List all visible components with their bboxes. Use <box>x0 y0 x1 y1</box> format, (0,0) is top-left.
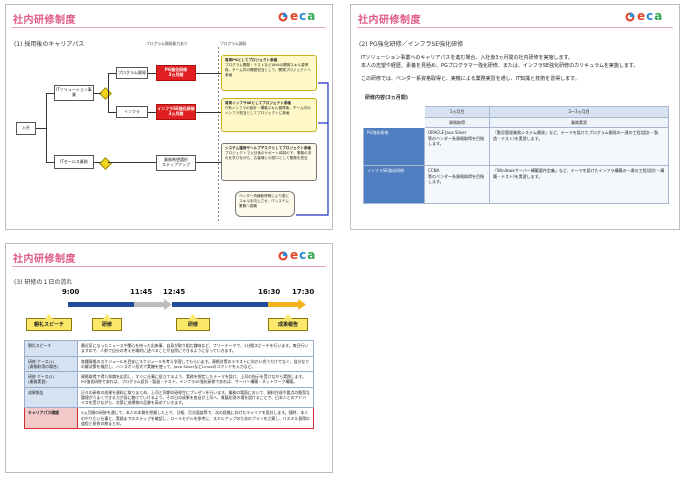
daily-flow-table: 朝礼スピーチ最近気になったニュースや関心を持った出来事、自身が取り組む趣味など、… <box>24 340 314 430</box>
row-speech-body: 最近気になったニュースや関心を持った出来事、自身が取り組む趣味など、フリーテーマ… <box>77 340 314 357</box>
head-practice: 業務実習 <box>489 116 669 129</box>
timeline-afternoon <box>172 302 268 307</box>
note-next-step: ベンダー資格取得等により更にスキルを向上させ、ITシステム業務へ挑戦 <box>235 191 295 217</box>
row-speech-head: 朝礼スピーチ <box>24 340 78 357</box>
join-box: 入社 <box>16 122 36 135</box>
time-1730: 17:30 <box>292 288 315 296</box>
label-training-1: 研修 <box>92 314 122 331</box>
row-report-body: 日々の研修の成果を資料に取りまとめ、上司と同期の研修生にプレゼンを行います。業務… <box>77 386 314 409</box>
branch-diamond-2 <box>99 157 112 170</box>
company-logo: eca <box>625 9 673 24</box>
title-rule <box>12 27 326 28</box>
blue-flow-arrows <box>296 82 329 216</box>
timeline-break-arrow <box>134 299 172 310</box>
row-report-head: 成果報告 <box>24 386 78 409</box>
intro-paragraph: ITソリューション事業へのキャリアパスを進む場合、入社後3ヵ月間の社内研修を実施… <box>361 55 639 82</box>
row-pg-practice: 「勤怠管理業務システム開発」など、テーマを設けたプログラム開発の一連の工程(設計… <box>489 127 669 167</box>
table-caption: 研修内容(3ヵ月間) <box>365 95 409 101</box>
head-month1: 1ヵ月目 <box>423 106 491 118</box>
row-pg-name: PG強化研修 <box>363 127 425 167</box>
infra-box: インフラ <box>116 106 148 118</box>
company-logo: eca <box>278 248 326 263</box>
slide-title: 社内研修制度 <box>358 15 421 26</box>
time-1145: 11:45 <box>130 288 153 296</box>
slide-daily-flow: 社内研修制度 eca (3) 研修の１日の流れ 9:00 11:45 12:45… <box>5 243 333 473</box>
timeline-morning <box>68 302 136 307</box>
row-case2-head: 研修 ケース(2) (業務実習) <box>24 371 78 388</box>
branch-diamond-1 <box>99 87 112 100</box>
section-subtitle: (1) 採用後のキャリアパス <box>14 41 85 48</box>
label-training-2: 研修 <box>176 314 210 331</box>
title-rule <box>357 27 673 28</box>
slide-career-path: 社内研修制度 eca (1) 採用後のキャリアパス プログラム開発能力あり プロ… <box>5 4 333 230</box>
it-solution-box: ITソリューション事業 <box>54 85 94 101</box>
row-case2-body: 資格取得で得た知識を応用し、すぐに仕事に役立てるよう、実務を想定したテーマを設け… <box>77 371 314 388</box>
time-1630: 16:30 <box>258 288 281 296</box>
slide-title: 社内研修制度 <box>13 15 76 26</box>
pg-training-box: PG強化研修 3ヵ月間 <box>156 65 196 81</box>
training-table: 1ヵ月目 2〜3ヵ月目 資格取得 業務実習 PG強化研修 ORACLE Java… <box>363 106 669 205</box>
row-career-body: 3ヵ月間の研修を通して、本人の本質を把握した上で、日報、月次面談等で、次の段階に… <box>77 407 314 430</box>
slide-training-programs: 社内研修制度 eca (2) PG強化研修／インフラSE強化研修 ITソリューシ… <box>350 4 680 230</box>
row-case1-body: 各種資格のスケジュールを目安にスケジュールを考え学習してもらいます。資格対策のテ… <box>77 355 314 373</box>
legend-b: プログラム開発 <box>220 41 247 46</box>
row-pg-qualification: ORACLE Java Silver 等のベンダー系資格取得を目指します。 <box>423 127 491 167</box>
time-1245: 12:45 <box>163 288 186 296</box>
row-case1-head: 研修 ケース(1) (資格取得の場合) <box>24 355 78 373</box>
it-sales-box: ITセールス業務 <box>54 155 94 169</box>
career-choice-box: 業務希望選択 ステップアップ <box>156 155 196 171</box>
row-career-head: キャリアパス確認 <box>24 407 78 430</box>
note-pg-project: 将来PGとしてプロジェクト参画プログラム開発・テストなどJAVAの開発スキル習得… <box>221 55 317 91</box>
label-report: 成果報告 <box>268 314 308 331</box>
head-month2-3: 2〜3ヵ月目 <box>489 106 669 118</box>
section-subtitle: (2) PG強化研修／インフラSE強化研修 <box>359 41 464 48</box>
program-dev-box: プログラム開発 <box>116 67 148 79</box>
title-rule <box>12 266 326 267</box>
dashed-divider <box>218 47 219 223</box>
row-infra-qualification: CCNA 等のベンダー系資格取得を目指します。 <box>423 165 491 205</box>
section-subtitle: (3) 研修の１日の流れ <box>14 279 73 286</box>
row-infra-name: インフラSE強化研修 <box>363 165 425 205</box>
head-qualification: 資格取得 <box>423 116 491 129</box>
time-0900: 9:00 <box>62 288 80 296</box>
row-infra-practice: 「Windowsサーバー構築要件定義」など、テーマを設けたインフラ構築の一連の工… <box>489 165 669 205</box>
timeline-report-arrow <box>268 299 306 310</box>
legend-a: プログラム開発能力あり <box>146 41 188 46</box>
infra-training-box: インフラSE強化研修 3ヵ月間 <box>156 104 196 120</box>
note-ops-project: システム運用やヘルプデスクとしてプロジェクト参画プロジェクトで入社後のサポート体… <box>221 143 317 181</box>
slide-title: 社内研修制度 <box>13 254 76 265</box>
company-logo: eca <box>278 9 326 24</box>
label-morning-speech: 朝礼スピーチ <box>26 314 72 331</box>
